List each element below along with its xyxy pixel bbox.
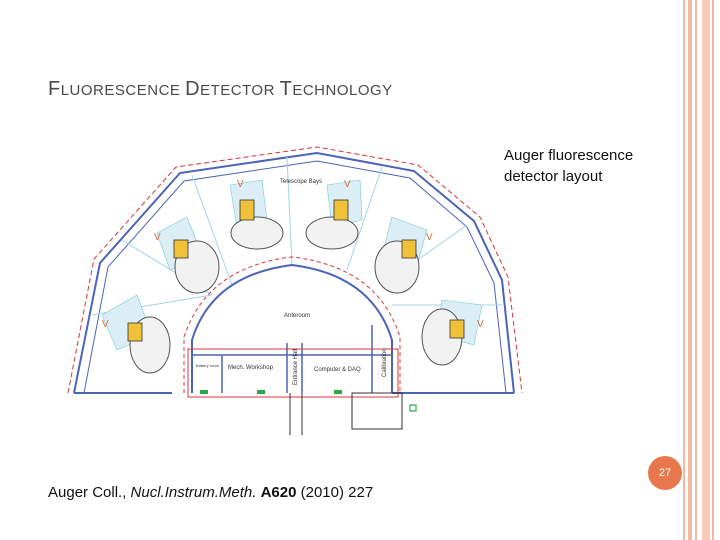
outer-wall (73, 151, 515, 394)
citation-volume: A620 (260, 484, 297, 501)
svg-text:V: V (426, 232, 433, 243)
telescope-bay-6: V (421, 299, 484, 366)
title-part: ECHNOLOGY (292, 82, 393, 99)
telescope-bay-3: V (229, 179, 284, 250)
decorative-stripe (688, 0, 692, 540)
svg-text:V: V (154, 232, 161, 243)
label-anteroom: Anteroom (284, 313, 310, 319)
door-marker (257, 390, 265, 394)
annex-marker (409, 404, 417, 412)
inner-arch-dashed (183, 256, 401, 393)
label-calibration: Calibration (382, 348, 388, 377)
title-part: LUORESCENCE (60, 82, 186, 99)
title-initial: F (48, 78, 61, 100)
detector-layout-diagram: V V V V V V (67, 146, 523, 435)
svg-text:V: V (344, 179, 351, 190)
label-telescope-bays: Telescope Bays (280, 179, 322, 185)
citation-year-page: (2010) 227 (296, 484, 374, 501)
figure-caption: Auger fluorescence detector layout (504, 147, 634, 185)
title-part: ETECTOR (200, 82, 280, 99)
label-small-room: Battery room (196, 363, 220, 368)
title-initial: T (279, 78, 293, 100)
door-marker (200, 390, 208, 394)
decorative-stripe (712, 0, 714, 540)
decorative-stripe (695, 0, 697, 540)
telescope-bay-1: V (101, 294, 171, 374)
inner-floor-outline (187, 348, 399, 398)
slide-title: FLUORESCENCE DETECTOR TECHNOLOGY (48, 78, 393, 101)
citation-authors: Auger Coll., (48, 484, 131, 501)
svg-text:V: V (477, 319, 484, 330)
door-marker (334, 390, 342, 394)
citation: Auger Coll., Nucl.Instrum.Meth. A620 (20… (48, 484, 373, 501)
decorative-stripe (683, 0, 685, 540)
inner-arch (191, 263, 393, 393)
decorative-stripe (702, 0, 710, 540)
label-mech-workshop: Mech. Workshop (228, 365, 274, 371)
label-computer-daq: Computer & DAQ (314, 367, 361, 373)
telescope-bay-2: V (154, 216, 220, 294)
annex-room (351, 392, 403, 430)
page-number-badge: 27 (648, 456, 682, 490)
label-entrance-hall: Entrance Hall (293, 349, 299, 385)
svg-text:V: V (237, 179, 244, 190)
telescope-bay-5: V (374, 216, 433, 294)
citation-journal: Nucl.Instrum.Meth. (130, 484, 257, 501)
svg-text:V: V (102, 319, 109, 330)
telescope-bay-4: V (305, 179, 363, 250)
title-initial: D (185, 78, 201, 100)
outer-perimeter (67, 146, 523, 394)
